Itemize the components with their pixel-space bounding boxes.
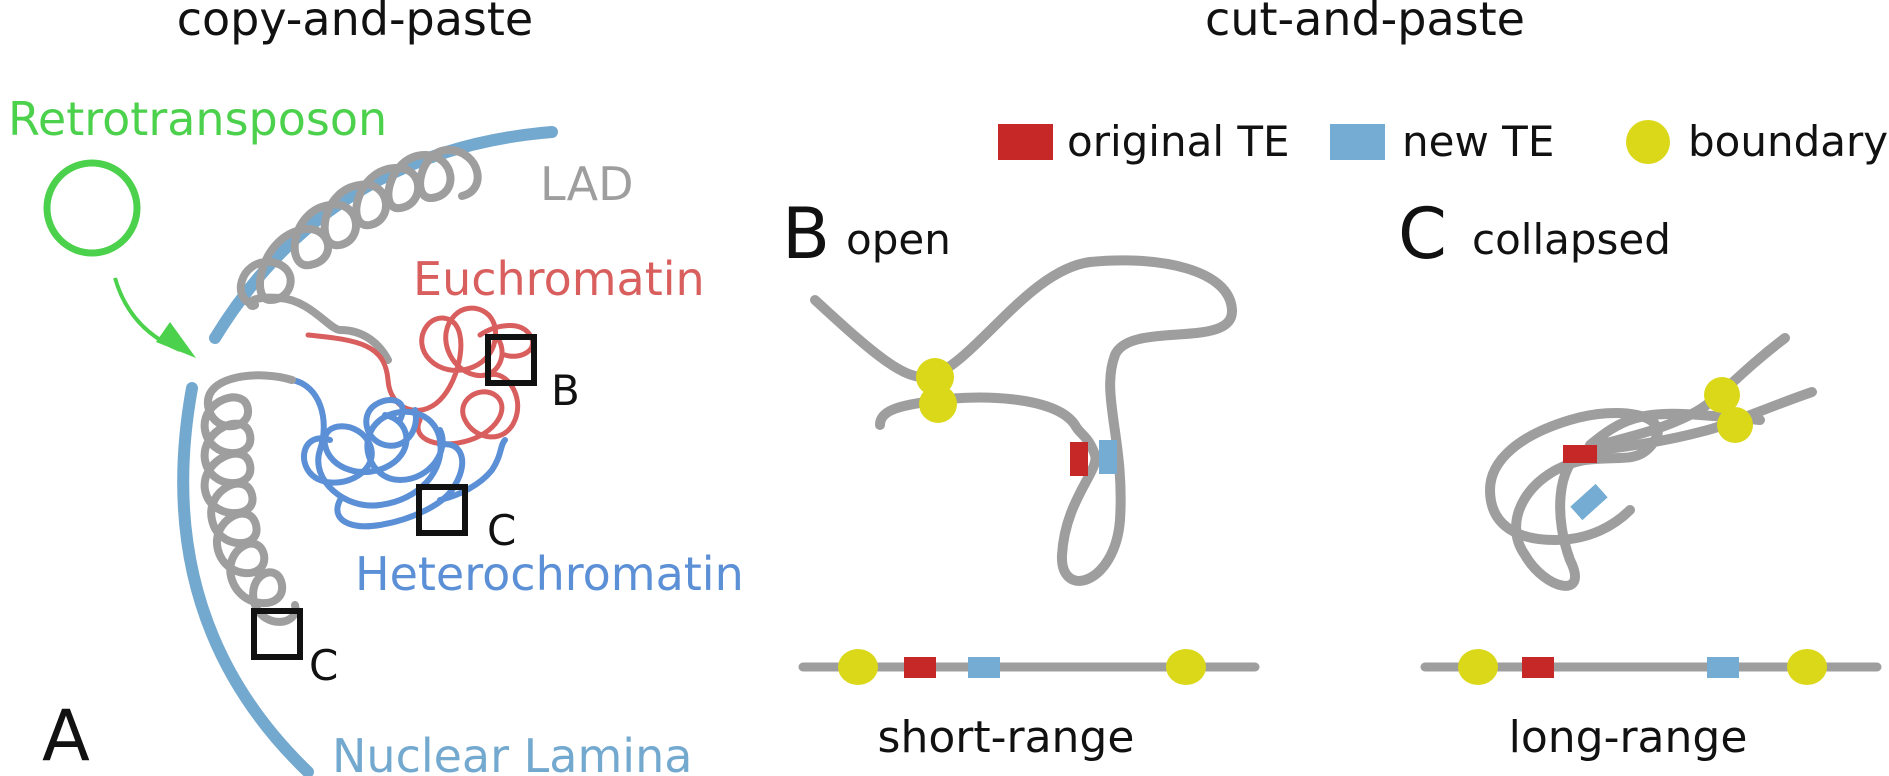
- panel-c-linear-original-te: [1522, 657, 1554, 678]
- legend-boundary-dot: [1626, 120, 1670, 164]
- box-b-marker: [485, 334, 537, 386]
- lad-upper-fiber: [236, 146, 482, 364]
- box-c1-label: C: [487, 506, 516, 555]
- panel-b-linear-original-te: [904, 657, 936, 678]
- lamina-lower-arc: [177, 382, 314, 776]
- panel-c-original-te: [1563, 445, 1597, 463]
- panel-b-title: open: [846, 215, 951, 264]
- panel-b-new-te: [1099, 440, 1117, 474]
- legend-original-te-swatch: [998, 124, 1053, 160]
- panel-c-new-te: [1570, 483, 1608, 521]
- heterochromatin-label: Heterochromatin: [355, 547, 744, 601]
- heading-copy-and-paste: copy-and-paste: [177, 0, 533, 46]
- lad-label: LAD: [540, 157, 634, 211]
- panel-c-boundary-2: [1717, 407, 1753, 443]
- panel-c-fiber: [1484, 333, 1817, 591]
- panel-c-boundary-1: [1704, 377, 1740, 413]
- retrotransposon-circle: [43, 159, 141, 257]
- panel-c-linear-new-te: [1707, 657, 1739, 678]
- panel-a: Retrotransposon LAD Euchromatin Heteroc: [8, 92, 744, 776]
- nuclear-lamina-label: Nuclear Lamina: [332, 729, 692, 776]
- panel-b-linear-boundary-1: [838, 649, 878, 685]
- heading-cut-and-paste: cut-and-paste: [1205, 0, 1525, 46]
- panel-c-linear-boundary-2: [1787, 649, 1827, 685]
- panel-c: C collapsed long-range: [1398, 193, 1882, 763]
- euchromatin-label: Euchromatin: [413, 252, 705, 306]
- panel-b: B open short-range: [782, 193, 1260, 763]
- lamina-upper-arc: [209, 126, 558, 344]
- box-c1-marker: [416, 484, 468, 536]
- panel-c-linear-boundary-1: [1458, 649, 1498, 685]
- box-c2-label: C: [309, 641, 338, 690]
- retrotransposon-label: Retrotransposon: [8, 92, 387, 146]
- legend-new-te-label: new TE: [1402, 117, 1554, 166]
- insertion-arrowhead: [156, 322, 196, 358]
- panel-b-original-te: [1070, 442, 1088, 476]
- panel-b-linear-boundary-2: [1166, 649, 1206, 685]
- panel-b-fiber: [810, 255, 1238, 586]
- panel-b-boundary-2: [919, 385, 957, 423]
- legend-boundary-label: boundary: [1688, 117, 1888, 166]
- panel-b-caption: short-range: [878, 712, 1135, 763]
- panel-b-letter: B: [782, 193, 830, 275]
- lad-lower-fiber: [200, 371, 300, 626]
- legend-original-te-label: original TE: [1067, 117, 1290, 166]
- legend: original TE new TE boundary: [998, 117, 1888, 166]
- box-c2-marker: [251, 608, 303, 660]
- legend-new-te-swatch: [1330, 124, 1385, 160]
- heterochromatin-fiber: [289, 377, 508, 530]
- panel-c-letter: C: [1398, 193, 1447, 275]
- panel-c-title: collapsed: [1472, 215, 1671, 264]
- panel-c-caption: long-range: [1509, 712, 1748, 763]
- box-b-label: B: [551, 366, 580, 415]
- panel-a-letter: A: [42, 695, 90, 776]
- panel-b-linear-new-te: [968, 657, 1000, 678]
